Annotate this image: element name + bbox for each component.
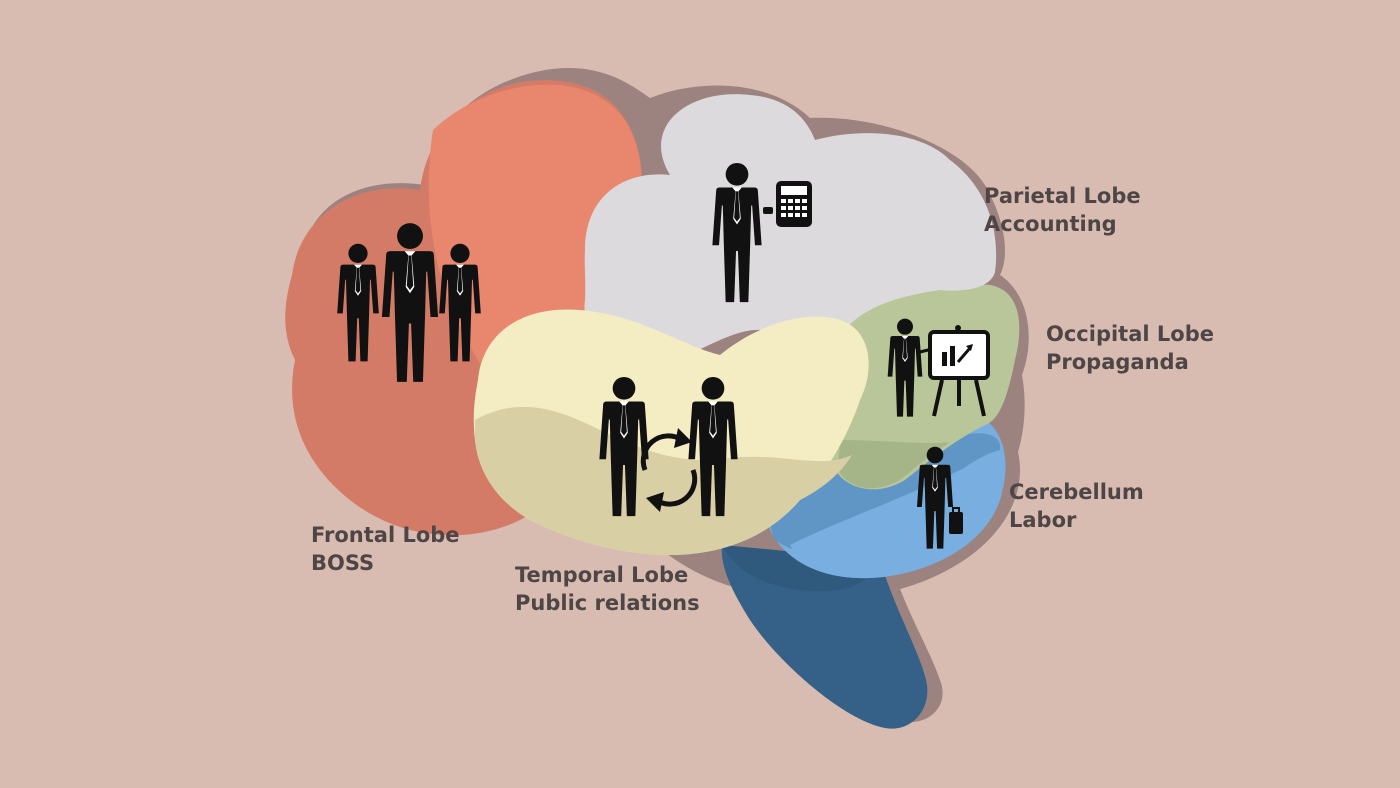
temporal-lobe-role: Public relations [515,591,700,615]
occipital-lobe-label: Occipital Lobe Propaganda [1046,320,1214,376]
cerebellum-title: Cerebellum [1009,480,1144,504]
brainstem-shape [721,545,928,729]
parietal-lobe-role: Accounting [984,212,1117,236]
two-businessmen-exchange-icon [599,376,738,517]
cerebellum-role: Labor [1009,508,1077,532]
temporal-lobe-title: Temporal Lobe [515,563,689,587]
parietal-lobe-label: Parietal Lobe Accounting [984,182,1141,238]
temporal-lobe-shape [473,309,869,555]
easel-chart-icon [928,325,990,417]
exchange-arrows-icon [640,433,698,507]
cerebellum-label: Cerebellum Labor [1009,478,1144,534]
businessman-calculator-icon [712,162,812,303]
frontal-lobe-role: BOSS [311,551,375,575]
occipital-lobe-title: Occipital Lobe [1046,322,1214,346]
occipital-lobe-role: Propaganda [1046,350,1189,374]
frontal-lobe-title: Frontal Lobe [311,523,460,547]
parietal-lobe-shape [584,94,997,366]
businessman-briefcase-icon [916,446,963,549]
parietal-lobe-title: Parietal Lobe [984,184,1141,208]
businessman-presentation-icon [887,318,990,417]
temporal-lobe-label: Temporal Lobe Public relations [515,561,700,617]
calculator-icon [776,181,812,227]
frontal-lobe-label: Frontal Lobe BOSS [311,521,460,577]
